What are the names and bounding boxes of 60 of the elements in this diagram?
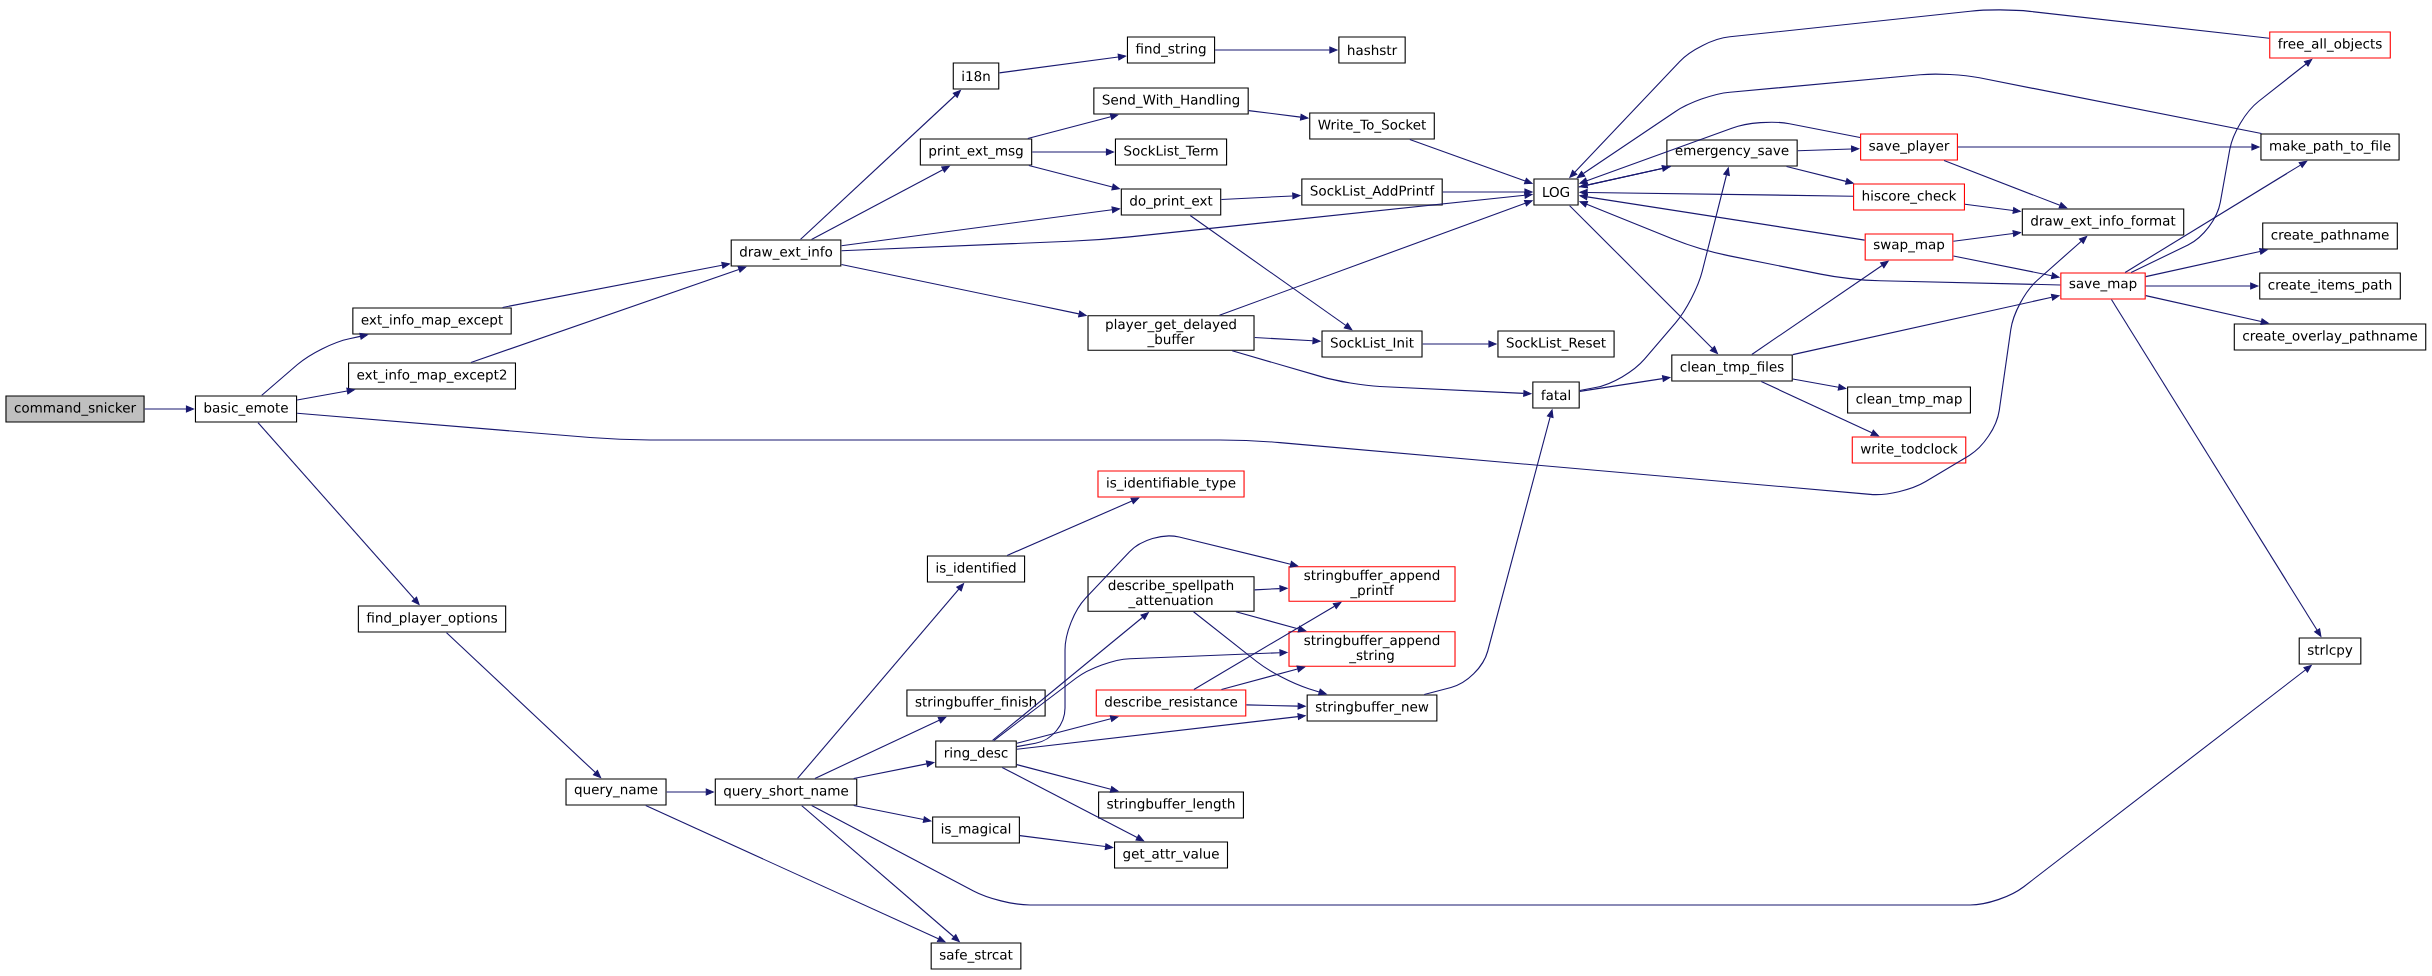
function-box: command_snicker <box>5 395 145 423</box>
function-box: ring_desc <box>935 740 1017 768</box>
function-box: SockList_AddPrintf <box>1301 178 1443 206</box>
function-box: free_all_objects <box>2269 31 2391 59</box>
function-box: is_identified <box>926 555 1026 583</box>
function-box: Write_To_Socket <box>1309 112 1435 140</box>
function-box: find_player_options <box>357 605 507 633</box>
function-box: stringbuffer_length <box>1098 791 1244 819</box>
function-box: SockList_Term <box>1114 138 1228 166</box>
function-box: player_get_delayed _buffer <box>1087 315 1255 351</box>
function-box: stringbuffer_new <box>1306 694 1438 722</box>
function-box: clean_tmp_files <box>1671 354 1793 382</box>
arrow <box>1006 497 1140 556</box>
arrow <box>1797 145 1860 153</box>
function-box: swap_map <box>1864 233 1954 261</box>
function-box: make_path_to_file <box>2260 133 2400 161</box>
function-box: save_map <box>2060 272 2146 300</box>
function-box: find_string <box>1126 36 1216 64</box>
function-box: basic_emote <box>194 395 298 423</box>
arrow <box>1576 73 2262 179</box>
function-box: hiscore_check <box>1853 183 1965 211</box>
function-box: Send_With_Handling <box>1093 87 1249 115</box>
function-box: create_pathname <box>2262 222 2398 250</box>
arrow <box>2124 160 2308 273</box>
function-box: draw_ext_info_format <box>2021 208 2185 236</box>
function-box: print_ext_msg <box>919 138 1033 166</box>
function-box: i18n <box>952 62 1000 90</box>
arrow <box>1943 160 2068 209</box>
function-box: stringbuffer_append _printf <box>1288 566 1456 602</box>
arrow <box>1189 215 1353 331</box>
function-box: describe_spellpath _attenuation <box>1087 576 1255 612</box>
function-box: is_identifiable_type <box>1097 470 1245 498</box>
function-box: save_player <box>1860 133 1958 161</box>
function-box: emergency_save <box>1666 139 1798 167</box>
function-box: is_magical <box>932 816 1020 844</box>
function-box: describe_resistance <box>1095 689 1247 717</box>
function-box: get_attr_value <box>1114 841 1229 869</box>
function-box: safe_strcat <box>930 942 1022 970</box>
function-box: query_name <box>565 778 667 806</box>
function-box: ext_info_map_except <box>352 307 512 335</box>
function-box: SockList_Reset <box>1497 330 1615 358</box>
arrow <box>1001 767 1145 842</box>
function-box: hashstr <box>1338 36 1406 64</box>
function-box: write_todclock <box>1851 436 1967 464</box>
function-box: query_short_name <box>714 778 858 806</box>
function-box: ext_info_map_except2 <box>348 362 517 390</box>
function-box: SockList_Init <box>1321 330 1423 358</box>
function-box: fatal <box>1532 381 1580 409</box>
function-box: create_items_path <box>2259 272 2401 300</box>
function-box: do_print_ext <box>1120 188 1222 216</box>
function-box: LOG <box>1533 178 1579 206</box>
function-box: draw_ext_info <box>730 239 842 267</box>
function-box: stringbuffer_finish <box>906 689 1046 717</box>
arrow <box>2130 58 2313 273</box>
function-box: strlcpy <box>2298 637 2362 665</box>
arrow <box>1792 378 1847 391</box>
function-box: create_overlay_pathname <box>2233 323 2427 351</box>
function-box: clean_tmp_map <box>1847 386 1971 414</box>
function-box: stringbuffer_append _string <box>1288 631 1456 667</box>
arrow <box>1016 535 1299 748</box>
